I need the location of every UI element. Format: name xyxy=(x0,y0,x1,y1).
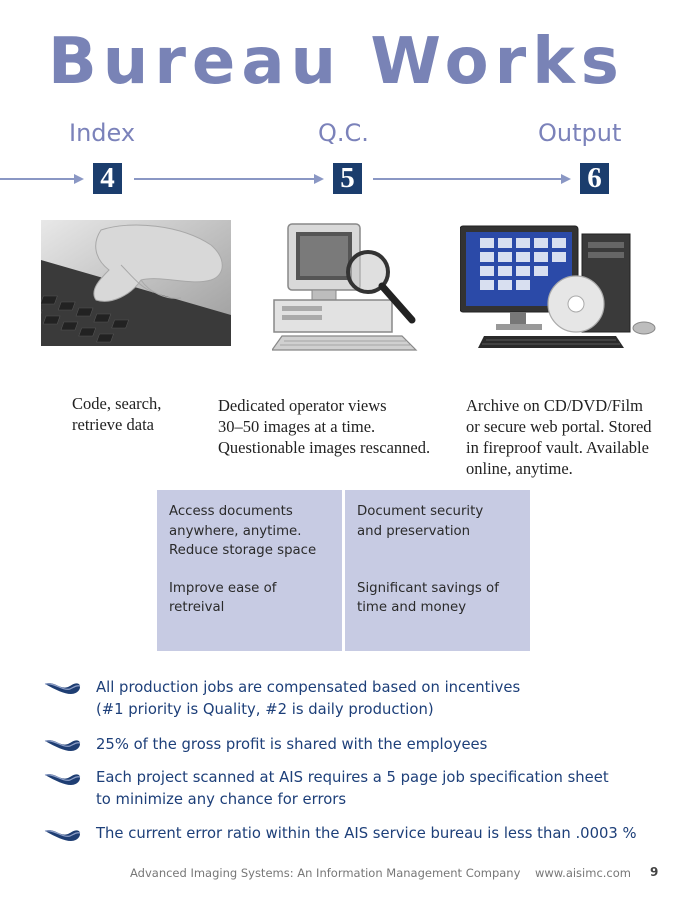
step-number-6: 6 xyxy=(580,163,609,194)
step-number-4: 4 xyxy=(93,163,122,194)
page-title: Bureau Works xyxy=(48,25,625,99)
bullet-line: Each project scanned at AIS requires a 5… xyxy=(96,769,609,786)
benefit-line: and preservation xyxy=(357,523,471,539)
wave-bullet-icon xyxy=(44,774,81,785)
benefit-line: Improve ease of xyxy=(169,580,277,596)
bullet-item: The current error ratio within the AIS s… xyxy=(96,823,637,845)
bullet-line: to minimize any chance for errors xyxy=(96,790,347,808)
benefit-line: retreival xyxy=(169,600,225,615)
computer-cd-photo xyxy=(460,225,656,348)
caption-line: Archive on CD/DVD/Film xyxy=(466,396,643,415)
caption-line: Code, search, xyxy=(72,394,162,413)
benefit-line: Access documents xyxy=(169,504,293,519)
caption-index: Code, search, retrieve data xyxy=(72,393,161,435)
caption-line: Dedicated operator views xyxy=(218,396,387,415)
benefit-line: Significant savings of xyxy=(357,580,499,596)
bullet-item: Each project scanned at AIS requires a 5… xyxy=(96,767,609,810)
keyboard-typing-photo xyxy=(41,220,231,346)
page-number: 9 xyxy=(650,865,659,879)
bullet-line: 25% of the gross profit is shared with t… xyxy=(96,736,488,753)
bullet-line: The current error ratio within the AIS s… xyxy=(96,825,637,842)
benefits-box-right: Document security and preservation Signi… xyxy=(345,490,530,651)
caption-output: Archive on CD/DVD/Film or secure web por… xyxy=(466,395,652,479)
step-number-5: 5 xyxy=(333,163,362,194)
process-arrows xyxy=(0,174,571,184)
caption-line: 30–50 images at a time. xyxy=(218,417,376,436)
wave-bullet-icon xyxy=(44,830,81,841)
step-label-index: Index xyxy=(69,119,136,147)
footer-company: Advanced Imaging Systems: An Information… xyxy=(130,866,521,880)
bullet-item: All production jobs are compensated base… xyxy=(96,677,520,720)
footer-website: www.aisimc.com xyxy=(535,866,631,880)
bullet-line: (#1 priority is Quality, #2 is daily pro… xyxy=(96,700,434,718)
step-label-output: Output xyxy=(538,119,622,147)
benefit-line: time and money xyxy=(357,600,467,615)
wave-bullet-icon xyxy=(44,740,81,751)
benefit-line: anywhere, anytime. xyxy=(169,523,302,539)
caption-line: in fireproof vault. Available xyxy=(466,438,649,457)
benefits-box-left: Access documents anywhere, anytime. Redu… xyxy=(157,490,342,651)
benefit-line: Document security xyxy=(357,504,484,519)
bullet-item: 25% of the gross profit is shared with t… xyxy=(96,734,487,756)
caption-line: online, anytime. xyxy=(466,459,573,478)
caption-line: Questionable images rescanned. xyxy=(218,438,431,457)
wave-bullet-icon xyxy=(44,683,81,694)
benefit-line: Reduce storage space xyxy=(169,543,317,558)
caption-line: or secure web portal. Stored xyxy=(466,417,652,436)
computer-magnifier-photo xyxy=(272,223,418,351)
caption-line: retrieve data xyxy=(72,415,154,434)
bullet-line: All production jobs are compensated base… xyxy=(96,679,521,696)
caption-qc: Dedicated operator views 30–50 images at… xyxy=(218,395,430,458)
step-label-qc: Q.C. xyxy=(318,119,369,147)
